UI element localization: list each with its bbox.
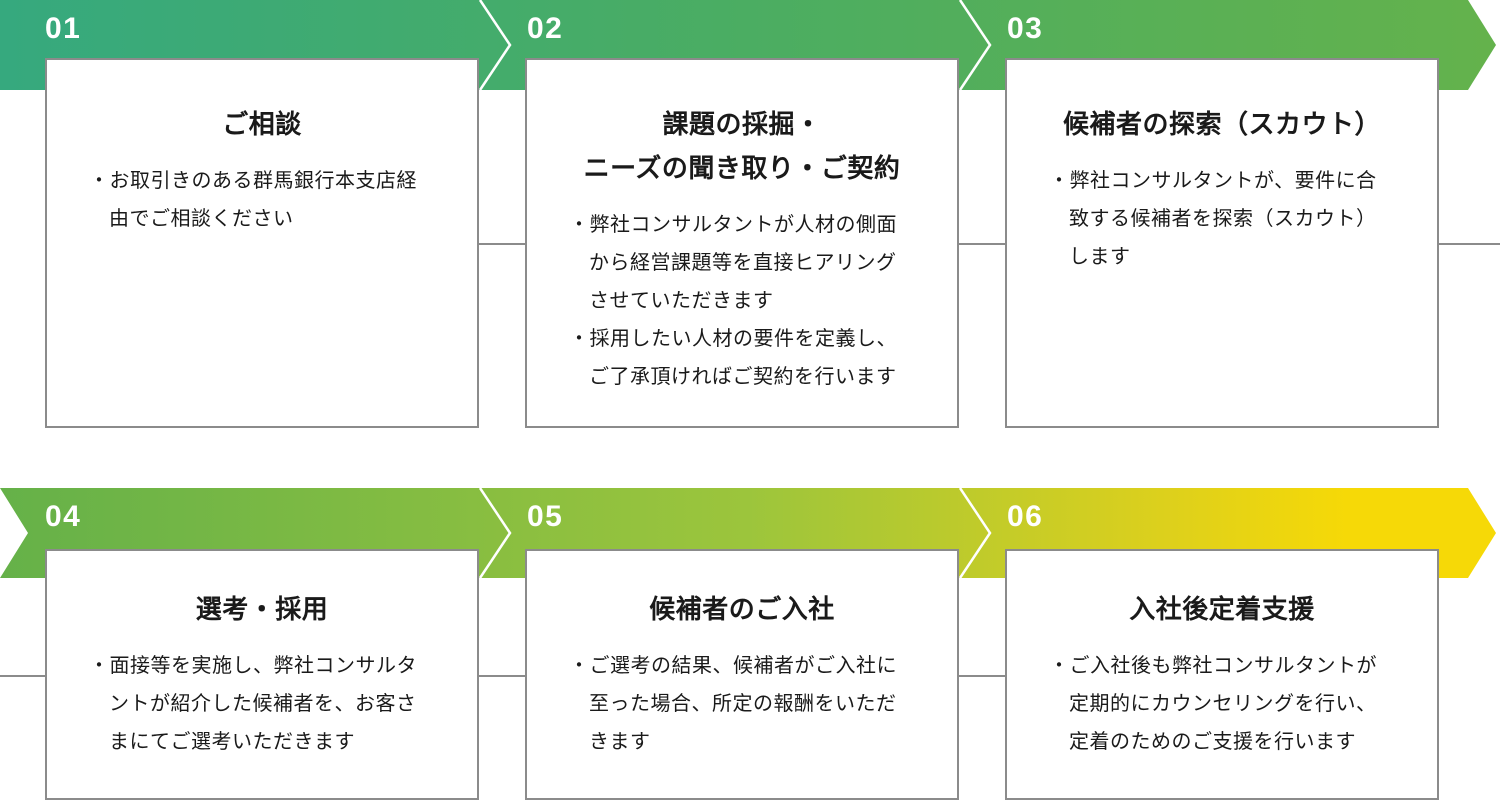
step-card-needs-hearing-contract: 課題の採掘・ ニーズの聞き取り・ご契約 ・弊社コンサルタントが人材の側面から経営… bbox=[525, 58, 959, 428]
step-description: ・弊社コンサルタントが人材の側面から経営課題等を直接ヒアリングさせていただきます… bbox=[569, 206, 915, 396]
step-description-item: ・弊社コンサルタントが、要件に合致する候補者を探索（スカウト）します bbox=[1049, 170, 1377, 268]
step-description: ・お取引きのある群馬銀行本支店経由でご相談ください bbox=[89, 162, 435, 238]
step-card-candidate-joining: 候補者のご入社 ・ご選考の結果、候補者がご入社に至った場合、所定の報酬をいただき… bbox=[525, 549, 959, 800]
step-title: 候補者の探索（スカウト） bbox=[1062, 109, 1381, 139]
step-title: 課題の採掘・ ニーズの聞き取り・ご契約 bbox=[583, 109, 901, 183]
step-description-item: ・面接等を実施し、弊社コンサルタントが紹介した候補者を、お客さまにてご選考いただ… bbox=[89, 655, 417, 753]
chevron-separator-icon bbox=[958, 0, 992, 90]
step-description-item: ・お取引きのある群馬銀行本支店経由でご相談ください bbox=[89, 170, 417, 230]
step-number-03: 03 bbox=[1007, 12, 1044, 45]
flow-row-2: 04 05 06 選考・採用 ・面接等を実施し、弊社コンサルタントが紹介した候補… bbox=[0, 488, 1500, 804]
step-number-04: 04 bbox=[45, 500, 82, 533]
chevron-separator-icon bbox=[478, 0, 512, 90]
step-card-screening-hiring: 選考・採用 ・面接等を実施し、弊社コンサルタントが紹介した候補者を、お客さまにて… bbox=[45, 549, 479, 800]
step-number-05: 05 bbox=[527, 500, 564, 533]
chevron-separator-icon bbox=[958, 488, 992, 578]
flow-row-1: 01 02 03 ご相談 ・お取引きのある群馬銀行本支店経由でご相談ください 課… bbox=[0, 0, 1500, 428]
step-card-retention-support: 入社後定着支援 ・ご入社後も弊社コンサルタントが定期的にカウンセリングを行い、定… bbox=[1005, 549, 1439, 800]
step-title: 入社後定着支援 bbox=[1129, 594, 1315, 624]
chevron-separator-icon bbox=[478, 488, 512, 578]
step-description: ・ご選考の結果、候補者がご入社に至った場合、所定の報酬をいただきます bbox=[569, 647, 915, 761]
step-number-01: 01 bbox=[45, 12, 82, 45]
step-number-02: 02 bbox=[527, 12, 564, 45]
step-description: ・弊社コンサルタントが、要件に合致する候補者を探索（スカウト）します bbox=[1049, 162, 1395, 276]
step-card-candidate-scouting: 候補者の探索（スカウト） ・弊社コンサルタントが、要件に合致する候補者を探索（ス… bbox=[1005, 58, 1439, 428]
step-title: 選考・採用 bbox=[195, 594, 329, 624]
step-description: ・ご入社後も弊社コンサルタントが定期的にカウンセリングを行い、定着のためのご支援… bbox=[1049, 647, 1395, 761]
step-number-06: 06 bbox=[1007, 500, 1044, 533]
step-card-consultation: ご相談 ・お取引きのある群馬銀行本支店経由でご相談ください bbox=[45, 58, 479, 428]
step-description-item: ・弊社コンサルタントが人材の側面から経営課題等を直接ヒアリングさせていただきます bbox=[569, 214, 897, 312]
step-description-item: ・ご選考の結果、候補者がご入社に至った場合、所定の報酬をいただきます bbox=[569, 655, 897, 753]
step-title: 候補者のご入社 bbox=[649, 594, 835, 624]
step-description: ・面接等を実施し、弊社コンサルタントが紹介した候補者を、お客さまにてご選考いただ… bbox=[89, 647, 435, 761]
step-title: ご相談 bbox=[222, 109, 302, 139]
step-description-item: ・ご入社後も弊社コンサルタントが定期的にカウンセリングを行い、定着のためのご支援… bbox=[1049, 655, 1377, 753]
step-description-item: ・採用したい人材の要件を定義し、ご了承頂ければご契約を行います bbox=[569, 328, 897, 388]
